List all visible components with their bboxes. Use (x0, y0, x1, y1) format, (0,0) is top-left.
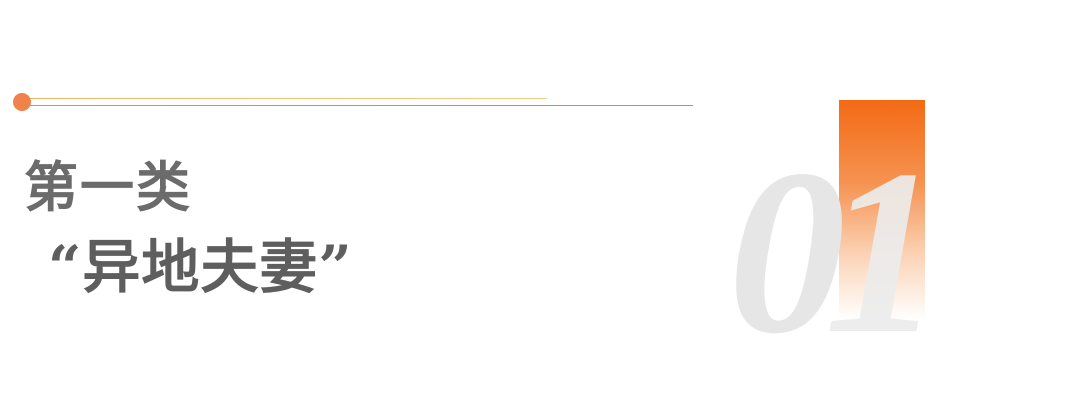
section-heading: 第一类 (24, 155, 192, 219)
number-digit-first: 0 (728, 122, 846, 383)
divider-line-top (30, 98, 547, 99)
section-number: 01 (728, 135, 942, 371)
bullet-dot (13, 93, 31, 111)
number-digit-second: 1 (824, 122, 942, 383)
divider-line-bottom (30, 105, 693, 106)
orange-gradient-bar (839, 100, 925, 320)
section-subheading: “异地夫妻” (48, 233, 353, 301)
